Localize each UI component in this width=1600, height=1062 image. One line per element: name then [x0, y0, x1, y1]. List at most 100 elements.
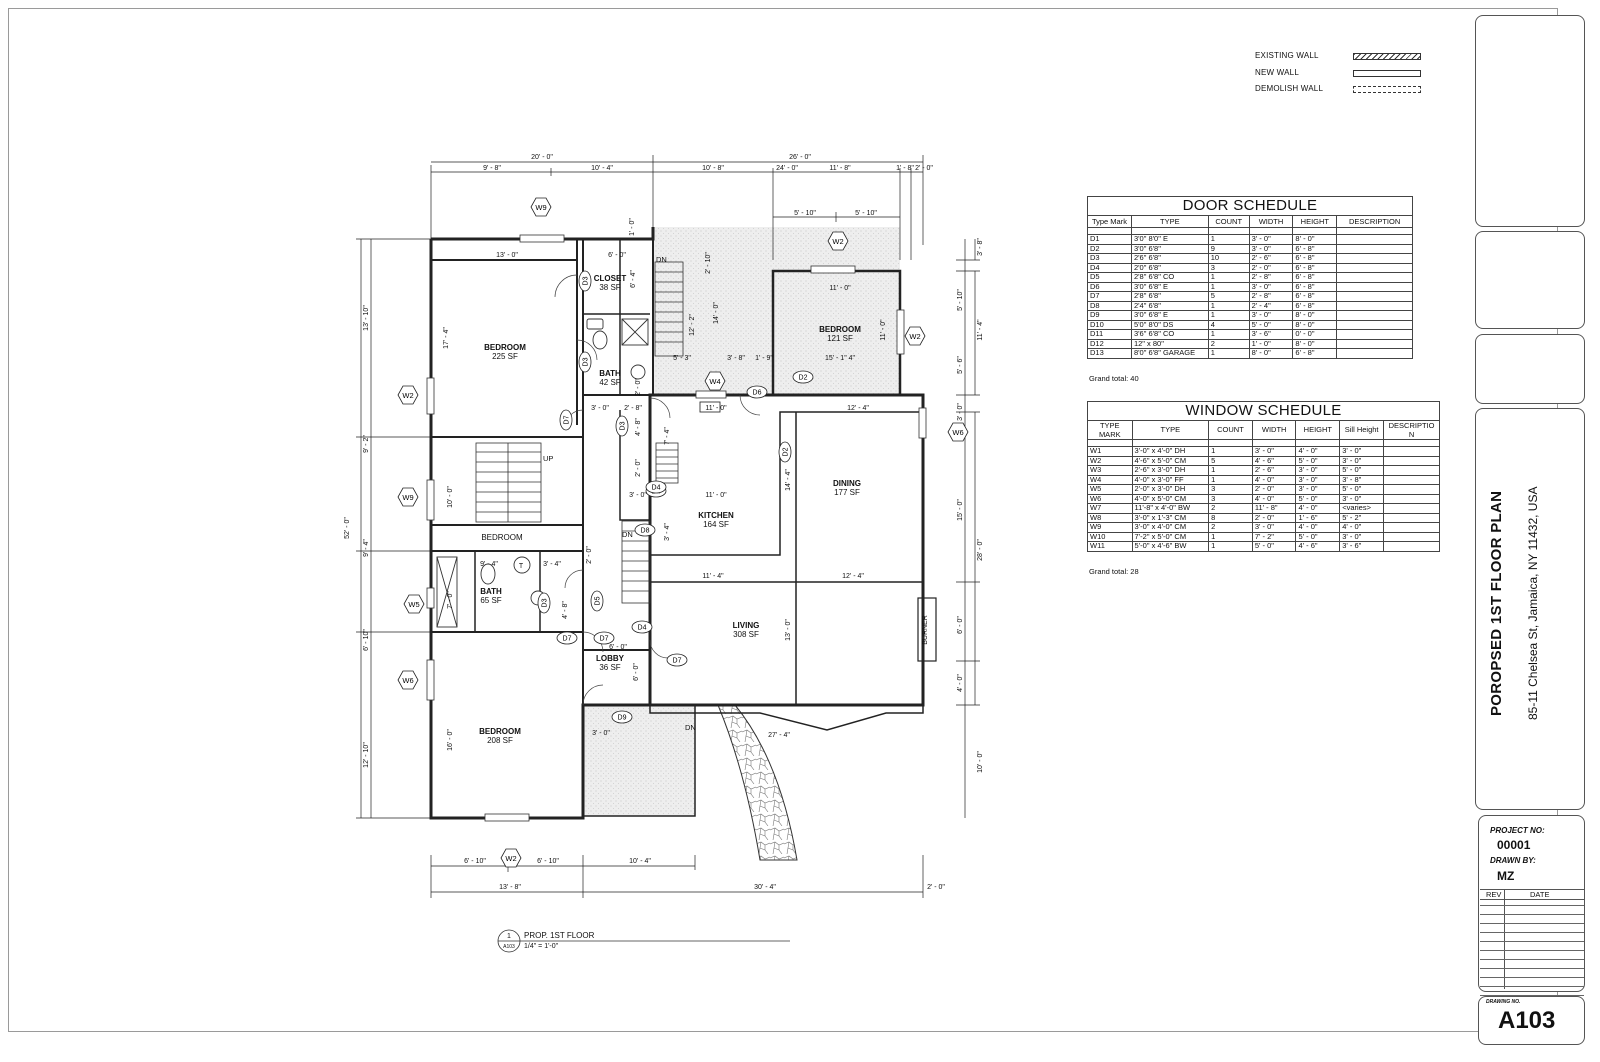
- rev-header: REV DATE: [1480, 889, 1584, 900]
- dimension-label-interior: 2' - 0": [635, 378, 642, 396]
- window-tag-hexagon: [947, 422, 969, 442]
- dimension-label-interior: 4' - 8": [562, 601, 569, 619]
- door-tag: D7: [593, 631, 615, 645]
- door-tag-label: D3: [583, 357, 590, 366]
- room-area-bedroom-2: 121 SF: [827, 334, 853, 343]
- door-tag-label: D9: [618, 715, 627, 722]
- dimension-label-interior: 1' - 0": [629, 218, 636, 236]
- label-toilet-t: T: [519, 563, 524, 570]
- window-schedule: WINDOW SCHEDULE TYPE MARK TYPE COUNT WID…: [1087, 401, 1440, 552]
- title-block-panel-2: [1475, 231, 1585, 329]
- dimension-label-right: 5' - 6": [957, 356, 964, 374]
- view-title-graphic: [497, 929, 790, 953]
- front-porch: [583, 705, 695, 816]
- room-name-bath-1: BATH: [599, 369, 621, 378]
- dimension-label-top: 5' - 10": [794, 210, 816, 217]
- door-tag: D8: [634, 523, 656, 537]
- window-tag-label: W2: [402, 391, 413, 400]
- dimension-label-interior: 6' - 0": [609, 644, 627, 651]
- dimension-label-interior: 3' - 0": [591, 405, 609, 412]
- dimension-label-interior: 11' - 0": [705, 405, 727, 412]
- drawing-no-value: A103: [1498, 1007, 1556, 1034]
- dimension-label-interior: 3' - 4": [543, 561, 561, 568]
- room-area-bath-1: 42 SF: [599, 378, 620, 387]
- dimension-label-top: 1' - 8": [896, 165, 914, 172]
- window-schedule-header: TYPE MARK TYPE COUNT WIDTH HEIGHT Sill H…: [1087, 420, 1440, 440]
- dimension-label-left: 12' - 10": [363, 742, 370, 768]
- dimension-label-right: 4' - 0": [957, 674, 964, 692]
- window-tag-label: W6: [952, 428, 963, 437]
- dimension-label-right: 28' - 0": [977, 539, 984, 561]
- window-tag-hexagon: [904, 326, 926, 346]
- dimension-label-interior: 9' - 4": [480, 561, 498, 568]
- dimension-label-interior: 27' - 4": [768, 732, 790, 739]
- view-scale: 1/4" = 1'-0": [524, 943, 559, 950]
- room-name-bedroom-1: BEDROOM: [484, 343, 526, 352]
- dimension-label-bottom: 30' - 4": [754, 884, 776, 891]
- window-tag-label: W5: [408, 600, 419, 609]
- window-tag: W4: [704, 371, 726, 391]
- door-tag-oval: [746, 385, 768, 399]
- dimension-label-left: 9' - 4": [363, 539, 370, 557]
- dimension-label-interior: 12' - 2": [689, 314, 696, 336]
- room-area-living: 308 SF: [733, 630, 759, 639]
- door-tag-label: D7: [600, 636, 609, 643]
- door-tag: D6: [746, 385, 768, 399]
- room-area-kitchen: 164 SF: [703, 520, 729, 529]
- window-tag: W5: [403, 594, 425, 614]
- dimension-label-interior: 3' - 4": [664, 523, 671, 541]
- legend-existing-label: EXISTING WALL: [1255, 51, 1319, 60]
- door-tag: D9: [611, 710, 633, 724]
- dimension-label-interior: 7' - 4": [664, 427, 671, 445]
- door-tag-oval: [615, 415, 629, 437]
- dimension-label-right: 6' - 0": [957, 616, 964, 634]
- view-sheet-ref: A103: [503, 944, 515, 950]
- title-block-sheet-title-panel: [1475, 408, 1585, 810]
- room-name-bedroom-3: BEDROOM: [479, 727, 521, 736]
- room-area-closet: 38 SF: [599, 283, 620, 292]
- door-cell: 8'0" 6'8" GARAGE: [1130, 348, 1209, 359]
- window-tag-hexagon: [403, 594, 425, 614]
- dimension-label-right: 15' - 0": [957, 499, 964, 521]
- window-tag-hexagon: [827, 231, 849, 251]
- door-tag: D7: [559, 409, 573, 431]
- label-up: UP: [543, 454, 553, 463]
- dimension-label-interior: 11' - 4": [702, 573, 724, 580]
- fixtures: [436, 318, 721, 628]
- door-tag-label: D4: [638, 625, 647, 632]
- window-tag-label: W2: [505, 854, 516, 863]
- dimension-label-left: 6' - 10": [363, 629, 370, 651]
- dimension-label-top: 10' - 8": [702, 165, 724, 172]
- dimension-label-top: 5' - 10": [855, 210, 877, 217]
- dimension-label-interior: 2' - 8": [624, 405, 642, 412]
- dimension-label-interior: 2' - 10": [705, 252, 712, 274]
- door-tag-label: D7: [673, 658, 682, 665]
- door-tag-label: D7: [564, 415, 571, 424]
- dimension-label-top: 9' - 8": [483, 165, 501, 172]
- revision-grid: [1480, 897, 1584, 996]
- window-tag-hexagon: [397, 670, 419, 690]
- door-tag-label: D8: [641, 528, 650, 535]
- window-tag: W2: [397, 385, 419, 405]
- window-tag-label: W2: [909, 332, 920, 341]
- dimension-label-bottom: 10' - 4": [629, 858, 651, 865]
- dimension-label-interior: 11' - 0": [880, 319, 887, 341]
- window-cell: 1: [1208, 541, 1253, 552]
- window-tag: W2: [904, 326, 926, 346]
- room-name-bath-2: BATH: [480, 587, 502, 596]
- dimension-label-top: 20' - 0": [531, 154, 553, 161]
- door-cell: 1: [1207, 348, 1250, 359]
- room-name-living: LIVING: [733, 621, 760, 630]
- door-tag-oval: [578, 270, 592, 292]
- door-tag-label: D7: [563, 636, 572, 643]
- room-name-kitchen: KITCHEN: [698, 511, 734, 520]
- door-tag: D3: [537, 592, 551, 614]
- door-tag: D5: [590, 590, 604, 612]
- door-schedule-title: DOOR SCHEDULE: [1087, 196, 1413, 216]
- door-schedule: DOOR SCHEDULE Type Mark TYPE COUNT WIDTH…: [1087, 196, 1413, 359]
